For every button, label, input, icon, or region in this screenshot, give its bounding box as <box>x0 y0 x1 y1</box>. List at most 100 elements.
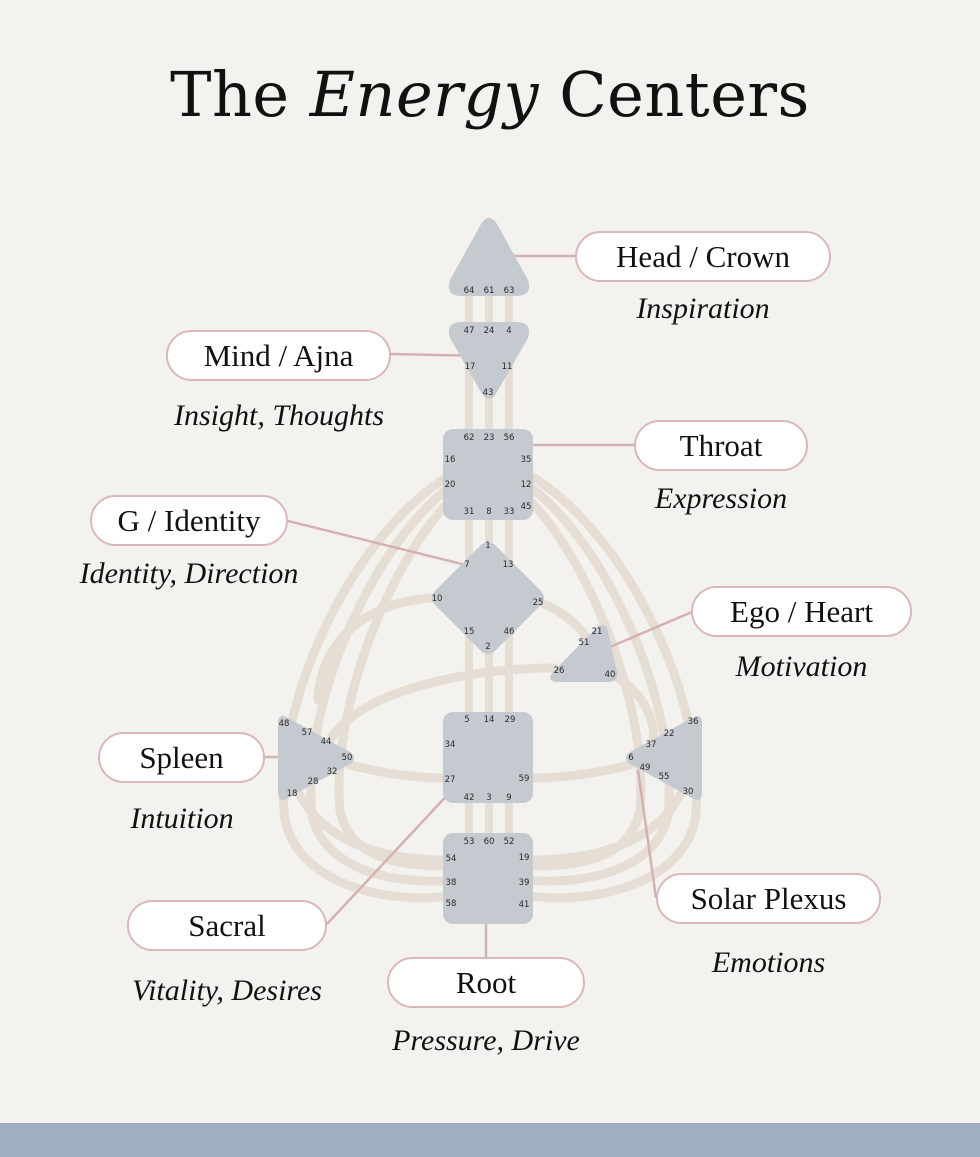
gate-g: 13 <box>503 560 514 570</box>
gate-throat: 20 <box>445 480 456 490</box>
label-throat: Throat <box>634 420 808 471</box>
gate-numbers: 64 61 63 47 24 4 17 11 43 62 23 56 16 35… <box>279 286 699 910</box>
gate-root: 53 <box>464 837 475 847</box>
gate-sacral: 5 <box>464 715 469 725</box>
gate-solar: 30 <box>683 787 694 797</box>
gate-throat: 56 <box>504 433 515 443</box>
gate-solar: 36 <box>688 717 699 727</box>
root-center <box>443 833 533 924</box>
sacral-center <box>443 712 533 803</box>
gate-sacral: 3 <box>486 793 491 803</box>
gate-solar: 6 <box>628 753 633 763</box>
ajna-center <box>448 322 530 399</box>
gate-sacral: 34 <box>445 740 456 750</box>
gate-g: 25 <box>533 598 544 608</box>
subtitle-throat: Expression <box>654 482 788 515</box>
gate-spleen: 18 <box>287 789 298 799</box>
gate-root: 39 <box>519 878 530 888</box>
gate-g: 7 <box>464 560 469 570</box>
bottom-band <box>0 1123 980 1157</box>
gate-ajna: 4 <box>506 326 511 336</box>
gate-spleen: 32 <box>327 767 338 777</box>
gate-throat: 33 <box>504 507 515 517</box>
label-root: Root <box>387 957 585 1008</box>
gate-throat: 16 <box>445 455 456 465</box>
gate-sacral: 42 <box>464 793 475 803</box>
label-ajna: Mind / Ajna <box>166 330 391 381</box>
head-center <box>448 218 530 296</box>
gate-solar: 55 <box>659 772 670 782</box>
channel-solar-sacral <box>527 760 635 783</box>
gate-ego: 51 <box>579 638 590 648</box>
gate-head: 64 <box>464 286 475 296</box>
title-emphasis: Energy <box>309 58 540 131</box>
gate-throat: 8 <box>486 507 491 517</box>
label-ego: Ego / Heart <box>691 586 912 637</box>
channel-solar-root-a <box>527 790 685 865</box>
subtitle-ego: Motivation <box>735 650 868 683</box>
gate-root: 58 <box>446 899 457 909</box>
gate-throat: 31 <box>464 507 475 517</box>
gate-throat: 12 <box>521 480 532 490</box>
channel-outer-right <box>515 465 702 903</box>
gate-ego: 21 <box>592 627 603 637</box>
gate-throat: 45 <box>521 502 532 512</box>
subtitle-spleen: Intuition <box>130 802 234 835</box>
subtitle-g: Identity, Direction <box>79 557 299 590</box>
gate-throat: 62 <box>464 433 475 443</box>
gate-root: 19 <box>519 853 530 863</box>
gate-spleen: 50 <box>342 753 353 763</box>
solar-center <box>626 716 702 800</box>
gate-throat: 23 <box>484 433 495 443</box>
gate-root: 38 <box>446 878 457 888</box>
gate-ajna: 43 <box>483 388 494 398</box>
label-spleen: Spleen <box>98 732 265 783</box>
channel-spleen-root-a <box>295 790 450 865</box>
channel-spleen-sacral <box>345 760 450 783</box>
gate-ajna: 17 <box>465 362 476 372</box>
gate-spleen: 48 <box>279 719 290 729</box>
gate-root: 60 <box>484 837 495 847</box>
gate-g: 46 <box>504 627 515 637</box>
gate-spleen: 28 <box>308 777 319 787</box>
g-center <box>432 542 544 654</box>
gate-ego: 40 <box>605 670 616 680</box>
channel-g-left <box>313 593 440 705</box>
centers <box>278 218 702 924</box>
gate-root: 41 <box>519 900 530 910</box>
gate-ajna: 24 <box>484 326 495 336</box>
subtitle-sacral: Vitality, Desires <box>132 974 322 1007</box>
gate-solar: 49 <box>640 763 651 773</box>
gate-ajna: 11 <box>502 362 513 372</box>
label-g: G / Identity <box>90 495 288 546</box>
label-solar: Solar Plexus <box>656 873 881 924</box>
gate-solar: 22 <box>664 729 675 739</box>
gate-spleen: 57 <box>302 728 313 738</box>
subtitle-ajna: Insight, Thoughts <box>173 399 385 432</box>
gate-sacral: 59 <box>519 774 530 784</box>
spleen-center <box>278 716 354 800</box>
subtitle-solar: Emotions <box>711 946 826 979</box>
throat-center <box>443 429 533 520</box>
gate-root: 52 <box>504 837 515 847</box>
gate-g: 15 <box>464 627 475 637</box>
gate-g: 10 <box>432 594 443 604</box>
label-head: Head / Crown <box>575 231 831 282</box>
gate-sacral: 27 <box>445 775 456 785</box>
channel-ego-spleen <box>325 663 560 745</box>
gate-g: 2 <box>485 642 490 652</box>
gate-g: 1 <box>485 541 490 551</box>
gate-solar: 37 <box>646 740 657 750</box>
gate-throat: 35 <box>521 455 532 465</box>
gate-ajna: 47 <box>464 326 475 336</box>
gate-ego: 26 <box>554 666 565 676</box>
gate-root: 54 <box>446 854 457 864</box>
label-sacral: Sacral <box>127 900 327 951</box>
gate-sacral: 14 <box>484 715 495 725</box>
subtitle-root: Pressure, Drive <box>392 1024 580 1057</box>
gate-spleen: 44 <box>321 737 332 747</box>
gate-sacral: 9 <box>506 793 511 803</box>
gate-head: 61 <box>484 286 495 296</box>
gate-head: 63 <box>504 286 515 296</box>
